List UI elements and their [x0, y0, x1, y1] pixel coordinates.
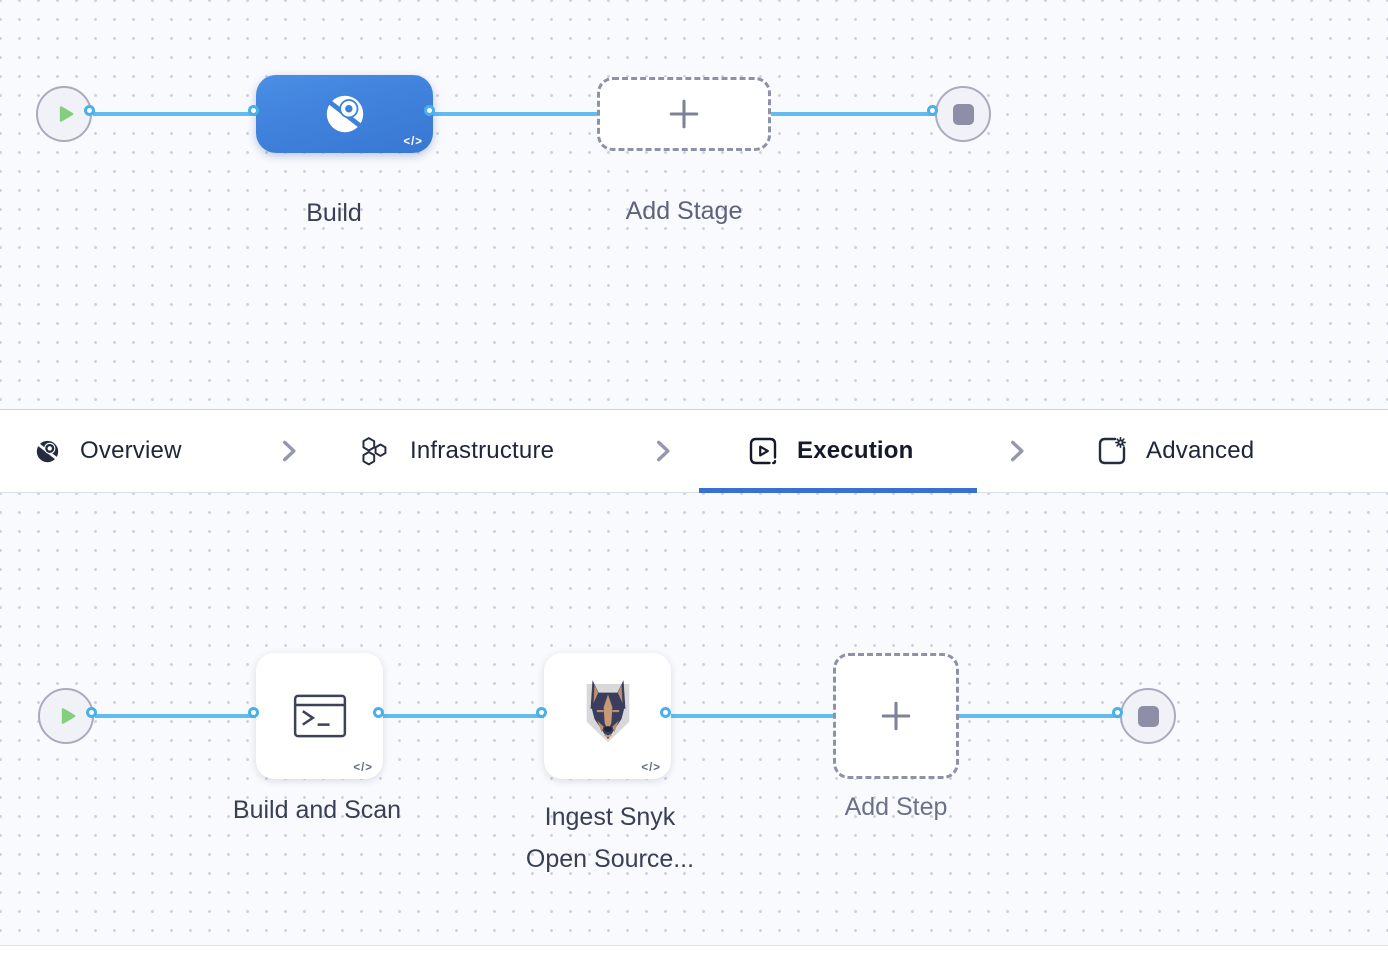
connector-port [373, 707, 384, 718]
stop-square-icon [952, 103, 974, 125]
connector-line [669, 714, 833, 718]
pipeline-start-node [36, 86, 92, 142]
connector-port [248, 707, 259, 718]
connector-port [248, 105, 259, 116]
connector-port [536, 707, 547, 718]
step-label-line2: Open Source... [525, 845, 695, 873]
execution-graph-canvas[interactable]: </> </> Build and Scan Ingest Snyk Open … [0, 493, 1388, 945]
step-node-build-and-scan[interactable]: </> [256, 653, 383, 779]
tab-label: Infrastructure [410, 437, 555, 464]
connector-port [1112, 707, 1123, 718]
add-step-button[interactable] [833, 653, 959, 779]
step-label-line1: Ingest Snyk [544, 803, 676, 831]
connector-port [927, 105, 938, 116]
bottom-panel-edge [0, 945, 1388, 954]
tab-label: Execution [797, 437, 914, 464]
chevron-right-icon [1004, 436, 1030, 466]
step-label: Build and Scan [232, 796, 402, 824]
connector-port [84, 105, 95, 116]
code-icon: </> [403, 136, 423, 148]
add-stage-button[interactable] [597, 77, 771, 151]
execution-end-node [1120, 688, 1176, 744]
square-gear-icon [1097, 436, 1127, 466]
connector-line [93, 112, 257, 116]
stage-label: Build [306, 199, 362, 227]
connector-line [771, 112, 936, 116]
code-icon: </> [353, 762, 373, 774]
snyk-doberman-icon [577, 678, 639, 748]
play-icon [61, 708, 76, 724]
add-step-label: Add Step [844, 793, 948, 821]
stage-config-tab-bar: Overview Infrastructure Execution Advanc… [0, 409, 1388, 493]
connector-line [382, 714, 545, 718]
connector-line [959, 714, 1121, 718]
tab-overview[interactable]: Overview [34, 410, 182, 492]
tab-label: Overview [80, 437, 182, 464]
plus-icon [667, 97, 701, 131]
plus-icon [879, 699, 913, 733]
play-square-icon [748, 436, 778, 466]
connector-port [424, 105, 435, 116]
add-stage-label: Add Stage [625, 197, 743, 225]
tab-execution[interactable]: Execution [748, 410, 914, 492]
tab-infrastructure[interactable]: Infrastructure [358, 410, 554, 492]
connector-port [86, 707, 97, 718]
pipeline-end-node [935, 86, 991, 142]
ci-build-icon [322, 91, 368, 137]
connector-line [433, 112, 597, 116]
connector-port [660, 707, 671, 718]
step-label: Ingest Snyk Open Source... [480, 796, 740, 880]
code-icon: </> [641, 762, 661, 774]
execution-start-node [38, 688, 94, 744]
stage-graph-canvas[interactable]: </> Build Add Stage [0, 0, 1388, 409]
tab-label: Advanced [1146, 437, 1255, 464]
stage-node-build[interactable]: </> [256, 75, 433, 153]
step-node-ingest-snyk[interactable]: </> [544, 653, 671, 779]
chevron-right-icon [650, 436, 676, 466]
hexagons-icon [358, 435, 391, 468]
play-icon [59, 106, 74, 122]
ci-overview-icon [34, 438, 61, 465]
stop-square-icon [1137, 705, 1159, 727]
terminal-icon [293, 694, 347, 738]
chevron-right-icon [276, 436, 302, 466]
connector-line [95, 714, 257, 718]
tab-advanced[interactable]: Advanced [1097, 410, 1254, 492]
active-tab-underline [699, 488, 977, 493]
